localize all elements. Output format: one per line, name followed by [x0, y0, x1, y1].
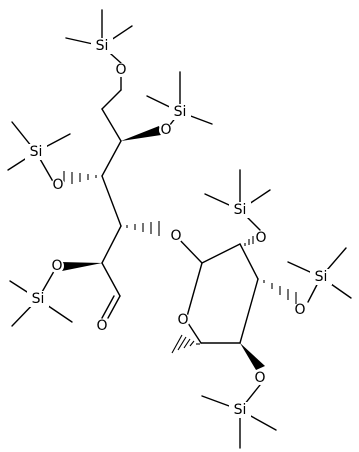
svg-text:O: O [160, 122, 171, 138]
wedge-bond [240, 343, 265, 370]
oxygen-atom-label: O [254, 230, 268, 246]
svg-text:Si: Si [96, 38, 109, 54]
svg-text:O: O [52, 177, 63, 193]
oxygen-atom-label: O [159, 122, 173, 138]
bond [101, 295, 115, 319]
oxygen-atom-label: O [50, 258, 64, 274]
bond [185, 262, 203, 321]
hashed-bond [63, 171, 97, 186]
svg-text:O: O [177, 312, 188, 328]
bond [101, 108, 122, 142]
svg-text:O: O [51, 258, 62, 274]
svg-text:O: O [170, 228, 181, 244]
hashed-bond [263, 280, 297, 304]
svg-text:O: O [254, 370, 265, 386]
svg-text:O: O [115, 62, 126, 78]
svg-text:Si: Si [234, 202, 247, 218]
hashed-bond [171, 334, 200, 354]
bond [239, 243, 259, 280]
svg-text:Si: Si [234, 402, 247, 418]
bond [107, 295, 121, 319]
stereo-bonds [60, 126, 297, 370]
aldehyde-oxygen-label: O [95, 318, 109, 334]
bond [101, 140, 122, 177]
svg-text:O: O [294, 302, 305, 318]
ring-oxygen-label: O [176, 312, 190, 328]
silicon-atom-label: Si [91, 38, 113, 54]
wedge-bond [121, 126, 161, 141]
atom-labels: O O O O O O O O O O Si Si Si Si Si Si Si [25, 38, 332, 418]
bond [101, 175, 122, 227]
svg-text:O: O [96, 318, 107, 334]
silicon-atom-label: Si [229, 402, 251, 418]
silicon-atom-label: Si [310, 269, 332, 285]
bond [201, 243, 241, 264]
bond [101, 225, 122, 264]
bond [101, 89, 122, 110]
svg-text:Si: Si [174, 104, 187, 120]
oxygen-atom-label: O [293, 302, 307, 318]
bond [239, 278, 259, 344]
silicon-atom-label: Si [25, 144, 47, 160]
wedge-bond [60, 262, 102, 271]
oxygen-atom-label: O [51, 177, 65, 193]
silicon-atom-label: Si [27, 291, 49, 307]
svg-text:O: O [255, 230, 266, 246]
oxygen-atom-label: O [169, 228, 183, 244]
svg-text:Si: Si [30, 144, 43, 160]
hashed-bond [126, 221, 160, 236]
silicon-atom-label: Si [169, 104, 191, 120]
oxygen-atom-label: O [253, 370, 267, 386]
svg-text:Si: Si [32, 291, 45, 307]
silicon-atom-label: Si [229, 202, 251, 218]
svg-text:Si: Si [315, 269, 328, 285]
bond [101, 262, 121, 297]
oxygen-atom-label: O [114, 62, 128, 78]
